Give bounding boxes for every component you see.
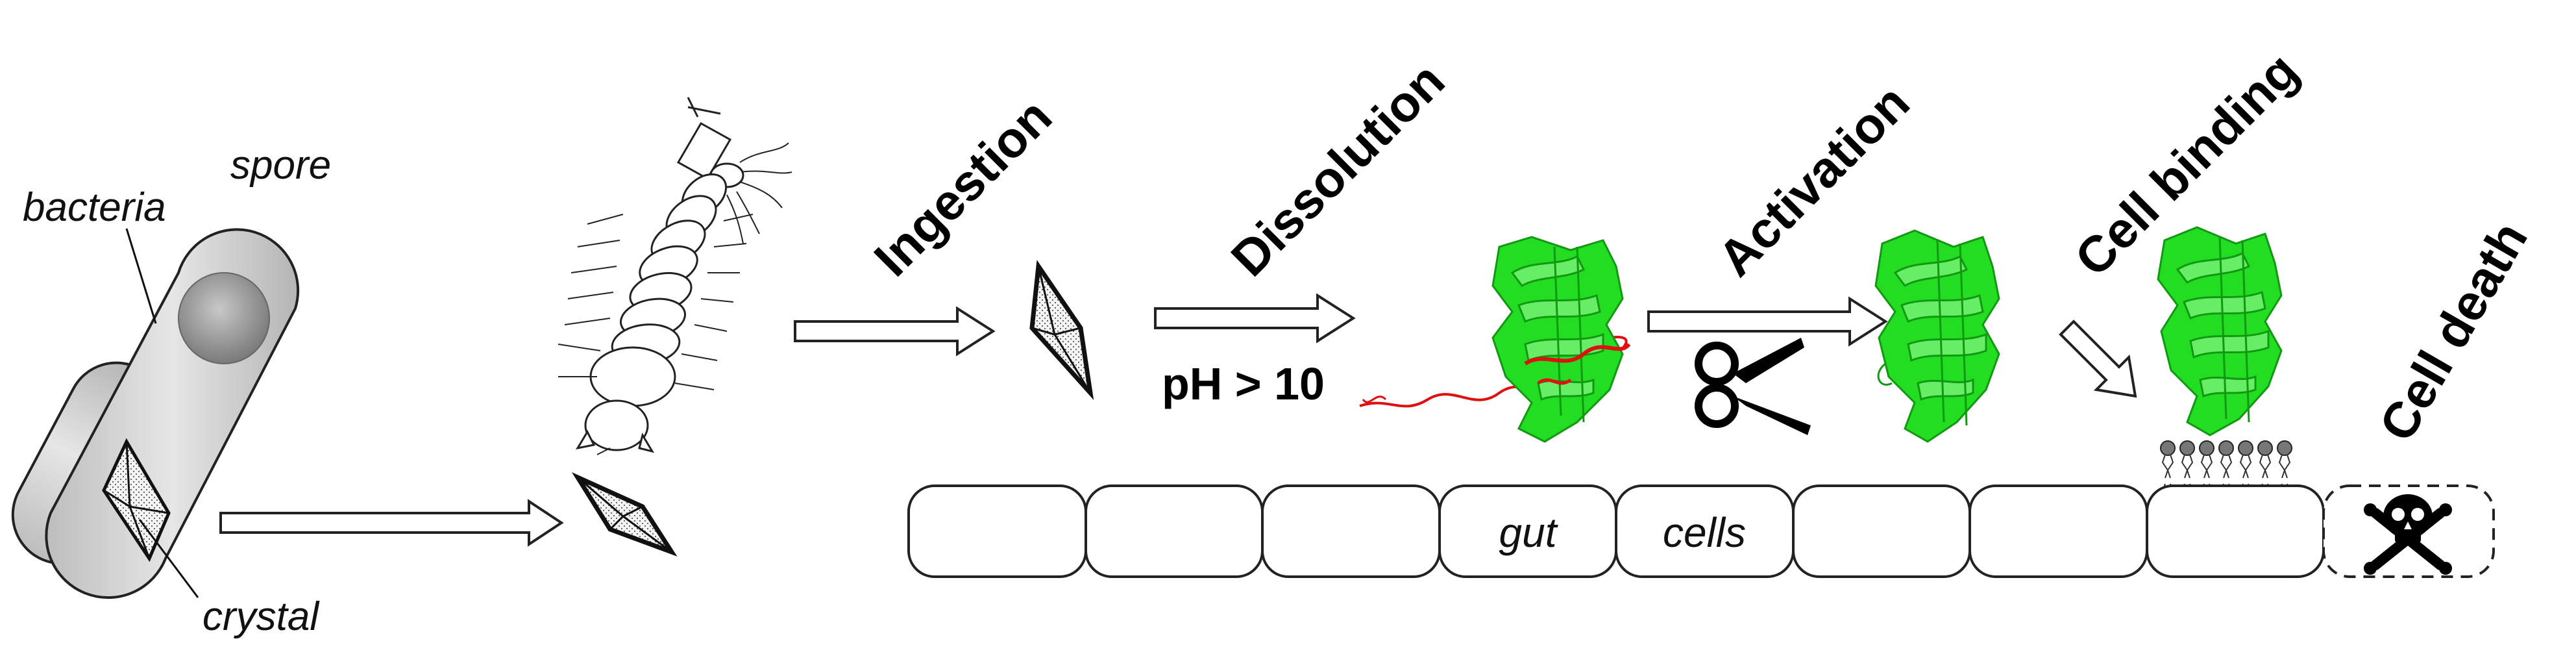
arrow-to-larva bbox=[219, 499, 564, 547]
activated-toxin-structure bbox=[1874, 229, 2000, 443]
step-ingestion-label: Ingestion bbox=[863, 88, 1062, 287]
gut-cell-row: gut cells bbox=[907, 484, 2495, 578]
arrow-ingestion bbox=[794, 306, 996, 357]
spore-label: spore bbox=[230, 143, 331, 188]
gut-cell bbox=[1085, 484, 1264, 578]
arrow-activation bbox=[1647, 296, 1888, 347]
step-cell-death-label: Cell death bbox=[2368, 212, 2539, 451]
crystal-in-bacterium bbox=[102, 438, 171, 562]
crystal-ingested bbox=[1029, 260, 1094, 400]
mosquito-larva bbox=[558, 97, 792, 455]
gut-cell bbox=[1261, 484, 1441, 578]
crystal-label: crystal bbox=[202, 594, 320, 639]
gut-cell-label: gut bbox=[1499, 509, 1558, 556]
protoxin-structure bbox=[1359, 236, 1631, 443]
arrow-dissolution bbox=[1154, 293, 1356, 344]
gut-cell bbox=[1792, 484, 1971, 578]
bacteria-label: bacteria bbox=[23, 185, 166, 230]
gut-cell bbox=[907, 484, 1087, 578]
bacteria-leader-line bbox=[125, 228, 157, 324]
skull-crossbones-icon bbox=[2364, 494, 2452, 575]
crystal-leader-line bbox=[138, 519, 199, 598]
bound-toxin-structure bbox=[2157, 226, 2283, 436]
gut-cell-label: cells bbox=[1663, 509, 1746, 556]
gut-cell bbox=[2146, 484, 2325, 578]
crystal-near-larva bbox=[571, 472, 678, 557]
spore bbox=[178, 272, 270, 364]
arrow-cell-binding bbox=[2059, 320, 2137, 398]
gut-cell bbox=[1969, 484, 2148, 578]
scissors-icon bbox=[1695, 338, 1811, 435]
ph-label: pH > 10 bbox=[1162, 358, 1325, 409]
step-dissolution-label: Dissolution bbox=[1220, 52, 1456, 288]
